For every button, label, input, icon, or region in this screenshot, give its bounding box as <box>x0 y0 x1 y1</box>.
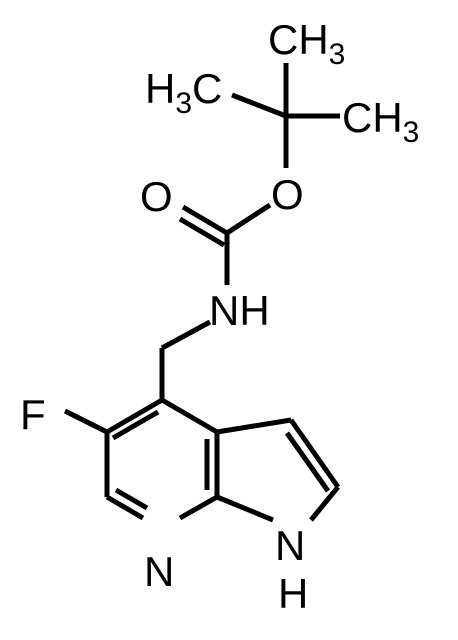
bond-carbonyl-double-1 <box>181 204 229 236</box>
bond-ester-o-to-carbonyl-c <box>225 202 272 236</box>
bond-c3-c2 <box>288 418 341 489</box>
h3c-left-label: H3C <box>145 65 222 120</box>
carbamate-nh-label: NH <box>209 287 270 334</box>
bond-c5-f <box>63 408 109 435</box>
bond-carbonyl-double-2 <box>178 216 226 248</box>
bond-n7-c7a <box>178 494 219 521</box>
bond-quat-c-to-left-ch3 <box>231 92 287 119</box>
bond-c2-n1 <box>309 485 340 522</box>
pyrrole-hydrogen-label: H <box>278 570 308 617</box>
bond-c4-c5 <box>105 397 164 435</box>
ch3-right-label: CH3 <box>342 94 419 149</box>
bond-c3a-c3 <box>216 417 292 435</box>
bond-c6-n7 <box>105 494 145 521</box>
fluorine-label: F <box>20 391 46 438</box>
pyrrole-nitrogen-label: N <box>275 522 305 569</box>
ch3-top-label: CH3 <box>268 16 345 71</box>
bond-n1-c7a <box>216 494 274 523</box>
bond-n-to-ch2 <box>160 319 212 351</box>
carbonyl-oxygen-label: O <box>140 173 173 220</box>
atom-labels: CH3 H3C CH3 O O NH F N N H <box>20 16 419 617</box>
bonds <box>63 63 341 523</box>
ester-oxygen-label: O <box>271 171 304 218</box>
bond-c6-n7-inner <box>114 487 149 511</box>
bond-c3-c2-inner <box>284 431 331 493</box>
bond-c3a-c4 <box>160 397 219 435</box>
bond-c4-c5-inner <box>111 409 160 441</box>
pyridine-nitrogen-label: N <box>144 548 174 595</box>
